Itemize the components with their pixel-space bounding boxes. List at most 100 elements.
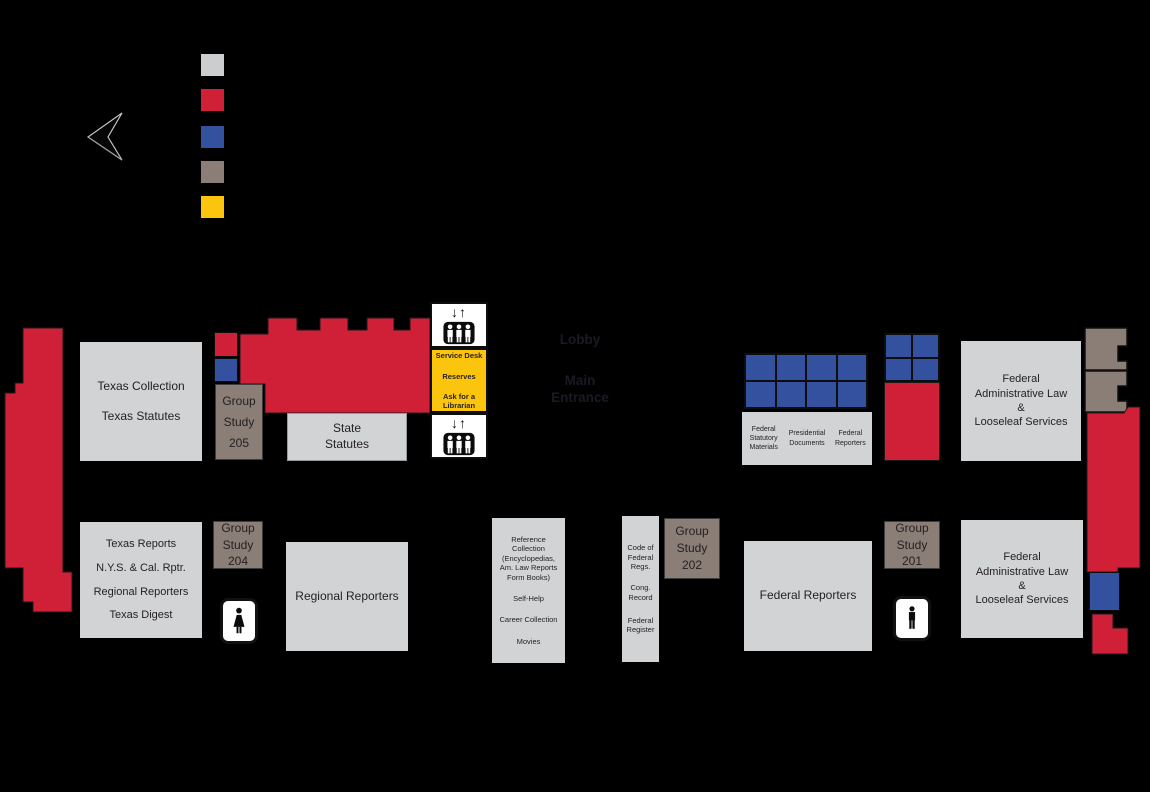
legend-swatch-red: [201, 89, 224, 111]
area-federal-admin-law-south: Federal Administrative Law & Looseleaf S…: [961, 520, 1083, 638]
room-label: 202: [681, 557, 703, 572]
main-entrance-label: Main Entrance: [551, 373, 609, 405]
stacks-shape-east-tall: [1086, 406, 1141, 573]
area-federal-admin-law-north: Federal Administrative Law & Looseleaf S…: [961, 341, 1081, 461]
elevator-north: ↓↑: [430, 302, 488, 348]
area-label: (Encyclopedias,: [502, 553, 555, 563]
shelf-cell: [776, 382, 805, 407]
shelf-grid-federal: [744, 353, 868, 409]
area-label: Texas Digest: [109, 609, 173, 622]
stacks-shape-central: [239, 317, 431, 414]
area-label: Register: [626, 625, 655, 635]
area-label: Administrative Law: [975, 565, 1069, 578]
area-label: Texas Collection: [97, 378, 185, 393]
area-label: Am. Law Reports: [499, 563, 558, 573]
room-group-study-205: Group Study 205: [215, 384, 263, 460]
room-label: 204: [227, 554, 249, 569]
room-group-study-201: Group Study 201: [884, 521, 940, 569]
shelf-cell: [913, 335, 938, 357]
area-label: Statutes: [324, 437, 370, 451]
shelf-cell: [746, 355, 775, 380]
room-group-study-202: Group Study 202: [664, 518, 720, 579]
area-label-federal-reporters: Federal Reporters: [834, 430, 866, 447]
area-label: Cong.: [630, 583, 651, 593]
taupe-shape-east-lower: [1084, 370, 1128, 413]
area-label-presidential-documents: Presidential Documents: [788, 430, 826, 447]
mens-restroom-icon: [893, 596, 931, 641]
area-reference-collection: Reference Collection (Encyclopedias, Am.…: [492, 518, 565, 663]
stacks-shape-west: [4, 327, 73, 613]
room-label: Study: [223, 414, 255, 429]
shelf-cell: [886, 358, 911, 380]
service-desk-label: Service Desk: [435, 350, 483, 360]
area-code-federal-regs: Code of Federal Regs. Cong. Record Feder…: [622, 516, 659, 662]
area-texas-reports: Texas Reports N.Y.S. & Cal. Rptr. Region…: [80, 522, 202, 638]
area-label: Texas Reports: [105, 538, 177, 551]
taupe-shape-east-upper: [1084, 327, 1128, 371]
area-label: Self-Help: [513, 593, 544, 603]
room-label: Study: [676, 541, 708, 556]
area-label: Regs.: [630, 561, 651, 571]
shelf-block-red: [214, 332, 238, 357]
area-label: Code of: [627, 543, 654, 553]
service-desk: Service Desk Reserves Ask for a Libraria…: [430, 348, 488, 413]
elevator-people-icon: [443, 321, 475, 345]
room-label: Group: [895, 520, 929, 535]
shelf-cell: [746, 382, 775, 407]
womens-restroom-icon: [220, 598, 258, 644]
area-label: Movies: [516, 636, 541, 646]
area-label: Looseleaf Services: [974, 416, 1068, 429]
room-label: Study: [222, 537, 254, 552]
shelf-cell: [913, 358, 938, 380]
area-state-statutes: State Statutes: [287, 413, 407, 461]
area-label: Federal Reporters: [759, 588, 857, 603]
shelf-grid-small: [884, 333, 940, 382]
area-label: Regional Reporters: [93, 585, 189, 598]
legend-swatch-blue: [201, 126, 224, 148]
area-label: Federal: [627, 616, 654, 626]
stacks-shape-east-bottom: [1091, 613, 1129, 655]
service-desk-label: Ask for a: [442, 391, 476, 401]
shelf-cell: [837, 382, 866, 407]
shelf-cell: [837, 355, 866, 380]
area-label: &: [1018, 580, 1026, 592]
elevator-arrows-icon: ↓↑: [451, 415, 467, 431]
shelf-cell: [807, 382, 836, 407]
shelf-cell: [776, 355, 805, 380]
legend-swatch-gray: [201, 54, 224, 76]
shelf-block-blue: [214, 358, 238, 382]
room-label: Group: [222, 393, 256, 408]
room-label: Group: [675, 524, 709, 539]
area-label: Form Books): [507, 572, 550, 582]
area-label: Administrative Law: [974, 387, 1068, 400]
elevator-south: ↓↑: [430, 413, 488, 459]
area-texas-collection: Texas Collection Texas Statutes: [80, 342, 202, 461]
room-group-study-204: Group Study 204: [213, 521, 263, 569]
area-label: Reference: [511, 535, 546, 544]
shelf-cell: [807, 355, 836, 380]
shelf-block-red-tall: [884, 382, 940, 461]
area-label: Federal: [1003, 551, 1041, 564]
area-label: &: [1017, 402, 1025, 414]
area-label: Federal: [1002, 373, 1040, 386]
elevator-arrows-icon: ↓↑: [451, 304, 467, 320]
legend-swatch-yellow: [201, 196, 224, 218]
lobby-label: Lobby: [559, 332, 601, 347]
room-label: Group: [221, 520, 255, 535]
area-federal-reporters: Federal Reporters: [744, 541, 872, 651]
area-regional-reporters: Regional Reporters: [286, 542, 408, 651]
area-label-federal-statutory: Federal Statutory Materials: [749, 425, 778, 452]
compass-arrow-icon: [86, 112, 123, 161]
area-label: Career Collection: [499, 615, 558, 625]
area-label: Collection: [512, 544, 545, 554]
area-label: State: [332, 421, 362, 436]
room-label: Study: [896, 537, 928, 552]
service-desk-label: Reserves: [442, 372, 476, 382]
area-label: Regional Reporters: [295, 588, 399, 603]
area-label: N.Y.S. & Cal. Rptr.: [96, 562, 186, 575]
service-desk-label: Librarian: [442, 400, 476, 410]
elevator-people-icon: [443, 432, 475, 456]
room-label: 205: [228, 435, 250, 450]
